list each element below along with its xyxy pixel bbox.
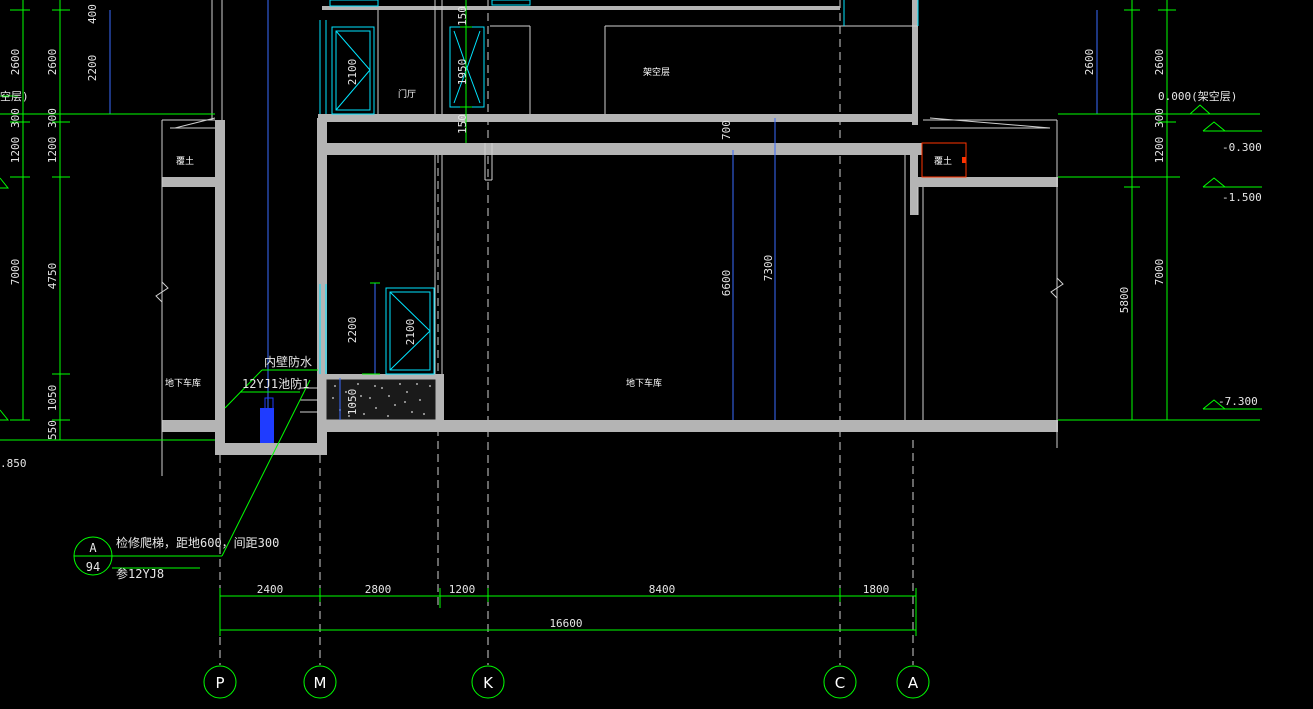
dim-left-outer-2600: 2600 [9,49,22,76]
slab-backfill-right [918,177,1058,187]
axis-label-c: C [835,674,845,692]
elevation-left-partial: 空层) [0,89,29,103]
dim-slab-700: 700 [720,120,733,140]
dim-door-upper-2100: 2100 [346,59,359,86]
height-lines [109,0,1098,440]
elevation-zero: 0.000(架空层) [1158,89,1237,103]
slab-basement-roof [318,143,922,155]
axis-bubble-m[interactable]: M [303,665,337,699]
room-garage-center: 地下车库 [626,377,662,389]
dim-door-upper-1950: 1950 [456,59,469,86]
dim-pit-1050: 1050 [346,389,359,416]
wall-axis-m [317,118,327,455]
dim-right-outer-7000: 7000 [1153,259,1166,286]
note-ladder: 检修爬梯，距地600，间距300 [116,535,279,550]
dim-left-extra-2200: 2200 [86,55,99,82]
dim-left-outer-300: 300 [9,108,22,128]
dim-bottom-1200: 1200 [449,583,476,596]
left-outer-dims: 2600 300 1200 7000 [9,49,22,286]
axis-label-p: P [215,674,224,692]
dim-right-outer-2600: 2600 [1153,49,1166,76]
dim-right-inner-2600: 2600 [1083,49,1096,76]
detail-callout-bottom: 94 [86,560,100,574]
interior-dims: 2100 1950 150 150 700 6600 7300 2200 210… [346,6,775,415]
elevation-minus-7300: -7.300 [1218,395,1258,408]
bottom-dims: 2400 2800 1200 8400 1800 16600 [257,583,890,630]
sump-wall-top [324,374,444,379]
dim-door-lower-2100: 2100 [404,319,417,346]
note-waterproof: 内壁防水 [264,354,312,369]
dim-total-7300: 7300 [762,255,775,282]
slab-basement-floor [320,420,1058,432]
dim-bottom-8400: 8400 [649,583,676,596]
axis-bubble-a[interactable]: A [896,665,930,699]
door-lower [385,287,435,375]
dim-left-outer-1200: 1200 [9,137,22,164]
dim-bottom-1800: 1800 [863,583,890,596]
right-inner-dims: 2600 5800 [1083,49,1131,314]
sump-wall-right [436,374,444,422]
room-elevated-floor: 架空层 [643,66,670,78]
thin-lines [161,0,1058,476]
elevation-minus-1500: -1.500 [1222,191,1262,204]
door-upper-left [331,26,375,115]
glazing [319,0,919,375]
wall-axis-p [215,120,225,455]
axis-bubbles: P M K C A [203,665,930,699]
note-pit-ref: 12YJ1池防1 [242,376,309,391]
dim-right-inner-5800: 5800 [1118,287,1131,314]
room-lobby: 门厅 [398,88,416,100]
elevation-labels: 0.000(架空层) -0.300 -1.500 -7.300 空层) .850 [0,89,1262,470]
axis-label-k: K [483,674,494,692]
dim-left-inner-2600: 2600 [46,49,59,76]
slab-backfill-left [162,177,218,187]
detail-callout-top: A [89,541,97,555]
sump-gravel-dots [332,383,431,417]
dim-slab-upper-150: 150 [456,6,469,26]
dim-left-inner-400: 400 [86,4,99,24]
dim-bottom-2400: 2400 [257,583,284,596]
ladder-symbol [260,408,274,443]
elevation-minus-0300: -0.300 [1222,141,1262,154]
room-garage-left: 地下车库 [165,377,201,389]
dimension-lines [0,0,1262,636]
dim-left-inner-550: 550 [46,420,59,440]
room-labels: 门厅 架空层 覆土 覆土 地下车库 地下车库 [165,66,952,389]
dim-clear-6600: 6600 [720,270,733,297]
dim-left-inner-1050: 1050 [46,385,59,412]
right-outer-dims: 2600 300 1200 7000 [1153,49,1166,286]
room-backfill-right: 覆土 [934,155,952,167]
notes: 内壁防水 12YJ1池防1 检修爬梯，距地600，间距300 参12YJ8 A … [86,354,312,581]
dim-slab-lower-150: 150 [456,114,469,134]
dim-left-inner-1200: 1200 [46,137,59,164]
dim-bottom-total-16600: 16600 [549,617,582,630]
elevation-left-bottom: .850 [0,457,27,470]
wall-upper-right [912,0,918,125]
axis-bubble-k[interactable]: K [471,665,505,699]
dim-door-lower-2200: 2200 [346,317,359,344]
dim-right-outer-300: 300 [1153,108,1166,128]
wall-axis-a [910,150,918,215]
slab-upper [322,6,840,10]
dim-left-inner-300: 300 [46,108,59,128]
dim-right-outer-1200: 1200 [1153,137,1166,164]
break-lines [155,277,1064,303]
slab-pit-bottom [215,443,327,455]
sump-gravel-fill [325,378,437,421]
slab-ground-floor [318,114,918,122]
structure [162,0,1058,455]
note-ladder-ref: 参12YJ8 [116,566,164,581]
left-inner-dims: 400 2600 300 1200 4750 1050 550 2200 [46,4,99,440]
axis-bubble-p[interactable]: P [203,665,237,699]
dim-left-inner-4750: 4750 [46,263,59,290]
axis-label-m: M [314,674,327,692]
dim-bottom-2800: 2800 [365,583,392,596]
room-backfill-left: 覆土 [176,155,194,167]
slab-left-exterior [162,420,218,432]
dim-left-outer-7000: 7000 [9,259,22,286]
axis-bubble-c[interactable]: C [823,665,857,699]
axis-label-a: A [908,674,919,692]
